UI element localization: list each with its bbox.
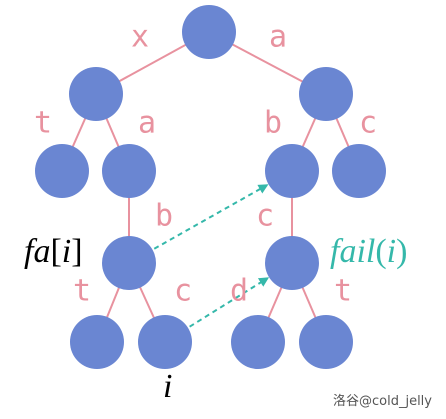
tree-node-xt: [35, 144, 89, 198]
edge-label-a-ac: c: [359, 106, 377, 141]
tree-node-xa: [102, 144, 156, 198]
edge-labels: x a t a b c b c t c d t: [34, 20, 377, 309]
edge-label-x-xa: a: [138, 106, 156, 141]
edge-label-x-xt: t: [34, 106, 52, 141]
tree-node-abct: [299, 315, 353, 369]
tree-nodes: [35, 5, 386, 369]
tree-node-xabt: [70, 315, 124, 369]
tree-node-ac: [332, 144, 386, 198]
tree-node-x: [69, 67, 123, 121]
tree-node-xab: [102, 236, 156, 290]
edge-label-abc-abcd: d: [230, 274, 248, 309]
edge-label-a-ab: b: [264, 106, 282, 141]
watermark: 洛谷@cold_jelly: [333, 394, 432, 409]
tree-node-xabc: [138, 315, 192, 369]
tree-node-root: [182, 5, 236, 59]
tree-node-ab: [265, 144, 319, 198]
edge-label-abc-abct: t: [334, 274, 352, 309]
edge-label-ab-abc: c: [256, 199, 274, 234]
edge-label-xab-xabt: t: [73, 274, 91, 309]
i-label: i: [163, 368, 172, 405]
fa-label: fa[i]: [24, 233, 83, 270]
edge-label-xa-xab: b: [155, 199, 173, 234]
fail-label: fail(i): [330, 233, 407, 270]
edge-label-root-x: x: [131, 20, 149, 55]
fail-links: [153, 184, 270, 328]
tree-node-abcd: [231, 315, 285, 369]
edge-label-root-a: a: [269, 20, 287, 55]
fail-arrow-xabc-abc: [189, 277, 270, 328]
fail-arrow-xab-ab: [153, 184, 269, 250]
tree-node-abc: [265, 236, 319, 290]
edge-label-xab-xabc: c: [174, 274, 192, 309]
tree-node-a: [299, 67, 353, 121]
